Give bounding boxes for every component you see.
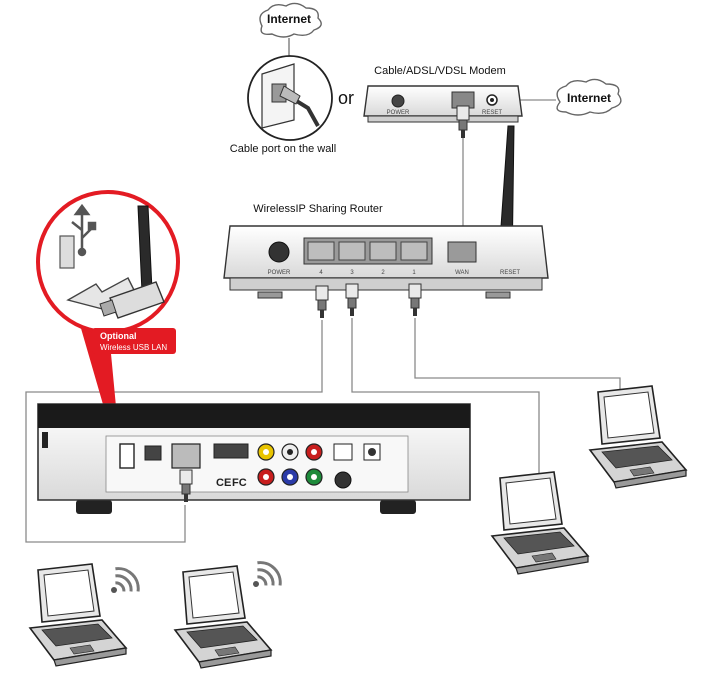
optional-title: Optional: [100, 331, 137, 341]
router-reset-label: RESET: [500, 270, 520, 276]
wall-caption: Cable port on the wall: [230, 143, 336, 155]
internet-cloud-top: Internet: [259, 2, 322, 38]
optional-usb-callout: Optional Wireless USB LAN: [36, 190, 180, 470]
router: POWER 4 3 2 1 WAN RESET: [223, 125, 549, 299]
modem-power-label: POWER: [387, 110, 410, 116]
internet-right-label: Internet: [567, 91, 611, 105]
laptop-middle: [491, 471, 589, 575]
usb-icon: [71, 203, 97, 257]
or-text: or: [338, 88, 354, 108]
wifi-icon-left: [100, 561, 146, 607]
router-plug-lan1: [408, 283, 422, 317]
fc-mark: FC: [232, 477, 247, 489]
router-label: WirelessIP Sharing Router: [253, 203, 383, 215]
internet-cloud-right: Internet: [556, 78, 622, 116]
router-power-label: POWER: [268, 270, 291, 276]
wifi-icon-right: [242, 555, 288, 601]
media-player: CE FC: [37, 403, 471, 514]
laptop-wireless-left: [29, 563, 127, 667]
router-plug-lan3: [345, 283, 359, 317]
router-lan-3-label: 3: [350, 270, 354, 276]
modem-reset-label: RESET: [482, 110, 502, 116]
modem: POWER RESET: [363, 85, 523, 123]
optional-subtitle: Wireless USB LAN: [100, 343, 167, 352]
router-plug-lan4: [315, 285, 329, 319]
internet-top-label: Internet: [267, 12, 311, 26]
router-lan-4-label: 4: [319, 270, 323, 276]
router-lan-1-label: 1: [412, 270, 416, 276]
wall-socket: [247, 55, 333, 141]
laptop-right: [589, 385, 687, 489]
modem-label: Cable/ADSL/VDSL Modem: [374, 65, 506, 77]
modem-cable-plug: [456, 105, 470, 139]
router-wan-label: WAN: [455, 270, 469, 276]
ce-mark: CE: [216, 477, 231, 489]
router-lan-2-label: 2: [381, 270, 385, 276]
